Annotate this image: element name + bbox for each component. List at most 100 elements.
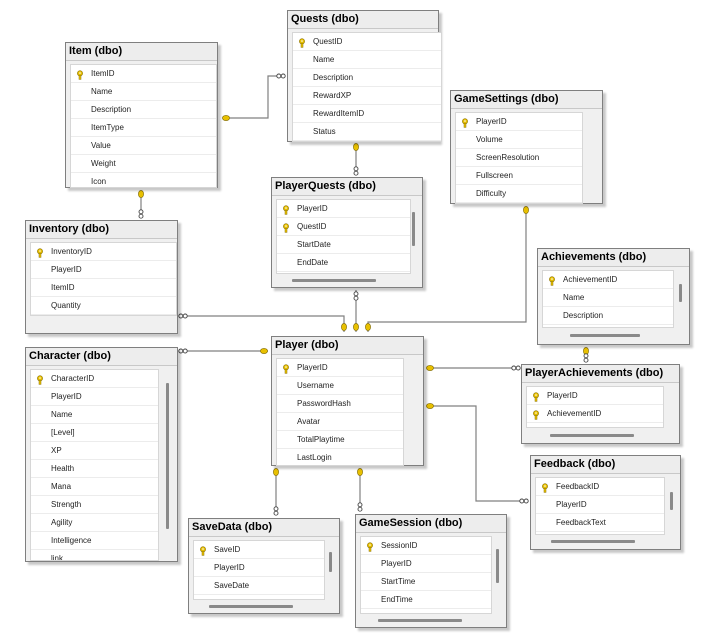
vertical-scrollbar[interactable] — [412, 212, 415, 246]
column-row[interactable]: TotalPlaytime — [277, 431, 403, 449]
column-row[interactable]: InventoryID — [31, 243, 176, 261]
column-row[interactable]: PlayerID — [31, 261, 176, 279]
table-player-achievements-title: PlayerAchievements (dbo) — [522, 365, 679, 383]
infinity-connector-icon — [178, 348, 188, 354]
column-row[interactable]: Mana — [31, 478, 158, 496]
column-name: Strength — [51, 500, 82, 509]
column-row[interactable]: StartDate — [277, 236, 410, 254]
column-row[interactable]: Intelligence — [31, 532, 158, 550]
column-row[interactable]: Quantity — [31, 297, 176, 315]
column-row[interactable]: PlayerID — [456, 113, 582, 131]
column-name: Description — [91, 105, 132, 114]
table-player-achievements[interactable]: PlayerAchievements (dbo) PlayerID Achieve… — [521, 364, 680, 444]
column-row[interactable]: PasswordHash — [277, 395, 403, 413]
column-name: PlayerID — [381, 559, 412, 568]
column-row[interactable]: Icon — [71, 173, 216, 187]
key-icon — [35, 247, 45, 258]
column-row[interactable]: Name — [293, 51, 441, 69]
column-row[interactable]: PlayerID — [527, 387, 663, 405]
horizontal-scrollbar[interactable] — [292, 279, 376, 282]
column-row[interactable]: Avatar — [277, 413, 403, 431]
column-row[interactable]: Status — [293, 123, 441, 141]
horizontal-scrollbar[interactable] — [551, 540, 635, 543]
column-row[interactable]: link — [31, 550, 158, 560]
key-connector-icon — [353, 143, 359, 151]
column-row[interactable]: AchievementID — [543, 271, 673, 289]
column-row[interactable]: SaveDate — [194, 577, 324, 595]
column-row[interactable]: CharacterID — [31, 370, 158, 388]
column-row[interactable]: Description — [71, 101, 216, 119]
infinity-connector-icon — [178, 313, 188, 319]
column-row[interactable]: SessionID — [361, 537, 491, 555]
column-name: InventoryID — [51, 247, 92, 256]
column-row[interactable]: SaveID — [194, 541, 324, 559]
vertical-scrollbar[interactable] — [166, 383, 169, 529]
column-row[interactable]: Fullscreen — [456, 167, 582, 185]
column-row[interactable]: RewardXP — [293, 87, 441, 105]
horizontal-scrollbar[interactable] — [570, 334, 640, 337]
column-row[interactable]: Name — [71, 83, 216, 101]
column-row[interactable]: Weight — [71, 155, 216, 173]
vertical-scrollbar[interactable] — [496, 549, 499, 583]
column-row[interactable]: EndDate — [277, 254, 410, 272]
column-row[interactable]: PlayerID — [194, 559, 324, 577]
column-row[interactable]: Health — [31, 460, 158, 478]
column-row[interactable]: RewardItemID — [293, 105, 441, 123]
column-row[interactable]: PlayerID — [536, 496, 664, 514]
horizontal-scrollbar[interactable] — [550, 434, 634, 437]
column-row[interactable]: Name — [31, 406, 158, 424]
column-row[interactable]: Name — [543, 289, 673, 307]
column-row[interactable]: ItemType — [71, 119, 216, 137]
column-row[interactable]: LastLogin — [277, 449, 403, 465]
column-name: Username — [297, 381, 334, 390]
column-row[interactable]: FeedbackText — [536, 514, 664, 532]
key-connector-icon — [357, 468, 363, 476]
column-row[interactable]: EndTime — [361, 591, 491, 609]
column-row[interactable]: Description — [293, 69, 441, 87]
column-row[interactable]: Difficulty — [456, 185, 582, 203]
column-row[interactable]: ScreenResolution — [456, 149, 582, 167]
column-row[interactable]: Username — [277, 377, 403, 395]
column-row[interactable]: QuestID — [277, 218, 410, 236]
column-name: SaveDate — [214, 581, 250, 590]
column-row[interactable]: PlayerID — [361, 555, 491, 573]
vertical-scrollbar[interactable] — [670, 492, 673, 510]
key-icon — [365, 541, 375, 552]
column-row[interactable]: Volume — [456, 131, 582, 149]
column-name: Description — [313, 73, 354, 82]
column-row[interactable]: StartTime — [361, 573, 491, 591]
column-row[interactable]: XP — [31, 442, 158, 460]
column-name: AchievementID — [547, 409, 602, 418]
key-icon — [198, 545, 208, 556]
column-row[interactable]: Strength — [31, 496, 158, 514]
column-row[interactable]: QuestID — [293, 33, 441, 51]
column-row[interactable]: FeedbackID — [536, 478, 664, 496]
column-row[interactable]: Description — [543, 307, 673, 325]
column-row[interactable]: [Level] — [31, 424, 158, 442]
column-row[interactable]: AchievementID — [527, 405, 663, 423]
column-row[interactable]: Value — [71, 137, 216, 155]
horizontal-scrollbar[interactable] — [209, 605, 293, 608]
column-row[interactable]: ItemID — [31, 279, 176, 297]
column-row[interactable]: Agility — [31, 514, 158, 532]
column-row[interactable]: PlayerID — [31, 388, 158, 406]
column-name: XP — [51, 446, 62, 455]
column-row[interactable]: ItemID — [71, 65, 216, 83]
vertical-scrollbar[interactable] — [329, 552, 332, 572]
vertical-scrollbar[interactable] — [679, 284, 682, 302]
column-row[interactable]: PlayerID — [277, 359, 403, 377]
column-row[interactable]: PlayerID — [277, 200, 410, 218]
infinity-connector-icon — [519, 498, 529, 504]
horizontal-scrollbar[interactable] — [378, 619, 462, 622]
